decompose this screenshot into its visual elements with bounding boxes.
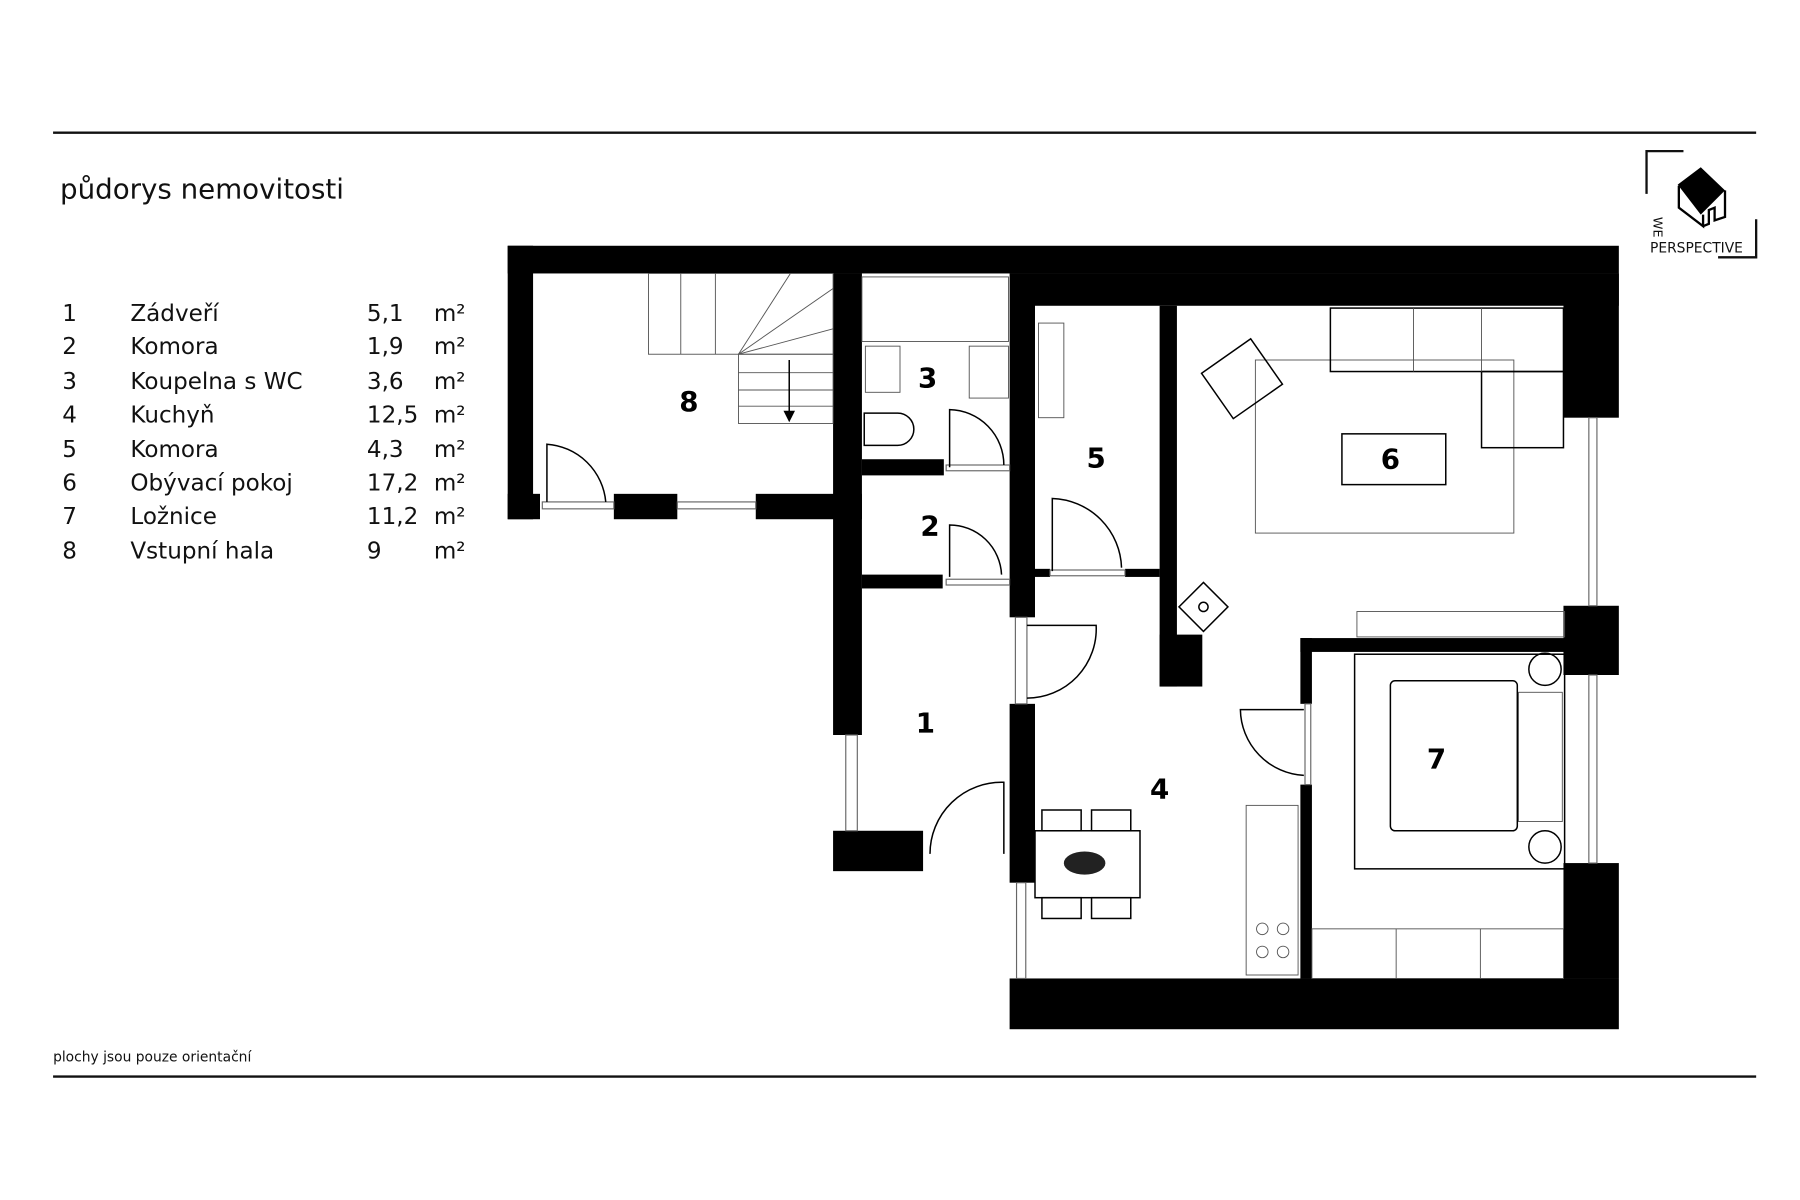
legend-row: 8 Vstupní hala 9 m² [62, 538, 465, 564]
legend-no: 7 [62, 504, 77, 530]
sofa [1329, 307, 1565, 373]
legend-no: 4 [62, 402, 77, 428]
legend-area: 12,5 [367, 402, 418, 428]
plant-icon [1063, 851, 1106, 875]
room-labels: 8 3 2 1 5 6 4 7 [679, 362, 1446, 806]
wardrobe [1356, 611, 1566, 638]
legend-unit: m² [434, 334, 466, 360]
legend-no: 1 [62, 301, 77, 327]
legend-row: 3 Koupelna s WC 3,6 m² [62, 369, 465, 395]
legend-area: 9 [367, 538, 382, 564]
room-label-1: 1 [916, 707, 935, 740]
legend-unit: m² [434, 437, 466, 463]
house-roof-icon [1677, 167, 1725, 215]
legend-name: Koupelna s WC [130, 369, 302, 395]
legend-area: 11,2 [367, 504, 418, 530]
legend-row: 2 Komora 1,9 m² [62, 334, 465, 360]
legend-area: 5,1 [367, 301, 404, 327]
built-in-wardrobe [1311, 928, 1564, 979]
doors [546, 408, 1304, 854]
legend-unit: m² [434, 301, 466, 327]
legend-area: 17,2 [367, 470, 418, 496]
legend-no: 5 [62, 437, 77, 463]
legend-area: 3,6 [367, 369, 404, 395]
windows [541, 417, 1598, 980]
walls [507, 245, 1619, 1030]
legend-no: 2 [62, 334, 77, 360]
logo-text-perspective: PERSPECTIVE [1650, 241, 1743, 257]
room-label-3: 3 [918, 362, 937, 395]
legend-unit: m² [434, 369, 466, 395]
room-label-7: 7 [1427, 742, 1446, 775]
side-table [1177, 581, 1229, 633]
bathtub [861, 276, 1009, 342]
legend-area: 4,3 [367, 437, 404, 463]
legend-unit: m² [434, 504, 466, 530]
rug [1254, 359, 1515, 534]
legend-no: 6 [62, 470, 77, 496]
legend-unit: m² [434, 402, 466, 428]
legend-row: 1 Zádveří 5,1 m² [62, 301, 465, 327]
footnote: plochy jsou pouze orientační [53, 1050, 252, 1066]
legend-area: 1,9 [367, 334, 404, 360]
legend-name: Ložnice [130, 504, 217, 530]
stair-arrow-icon [783, 410, 795, 423]
legend-row: 7 Ložnice 11,2 m² [62, 504, 465, 530]
legend-name: Kuchyň [130, 402, 214, 428]
legend-name: Obývací pokoj [130, 470, 292, 496]
coffee-table [1341, 433, 1447, 486]
legend-name: Vstupní hala [130, 538, 274, 564]
legend-no: 3 [62, 369, 77, 395]
dining-table [1034, 830, 1141, 899]
page-title: půdorys nemovitosti [60, 172, 344, 205]
armchair [1200, 337, 1284, 420]
kitchen-counter [1245, 804, 1299, 976]
legend-unit: m² [434, 538, 466, 564]
logo-text-we: WE [1650, 217, 1665, 238]
bed-rug [1353, 653, 1566, 870]
staircase [648, 273, 834, 424]
legend-name: Komora [130, 437, 218, 463]
toilet [863, 412, 915, 447]
washbasin [864, 345, 901, 393]
room-label-5: 5 [1087, 441, 1106, 474]
legend-name: Zádveří [130, 301, 220, 327]
nightstand-lamp [1528, 652, 1562, 687]
we-perspective-logo: WE PERSPECTIVE [1645, 150, 1758, 259]
room-label-2: 2 [920, 509, 939, 542]
legend-unit: m² [434, 470, 466, 496]
double-bed [1389, 680, 1519, 832]
room-label-4: 4 [1150, 772, 1169, 805]
washing-machine [968, 345, 1009, 399]
legend-row: 4 Kuchyň 12,5 m² [62, 402, 465, 428]
legend-name: Komora [130, 334, 218, 360]
furniture [861, 276, 1566, 979]
room-label-6: 6 [1381, 442, 1400, 475]
legend-row: 6 Obývací pokoj 17,2 m² [62, 470, 465, 496]
nightstand-lamp [1528, 830, 1562, 864]
room-label-8: 8 [679, 385, 698, 418]
legend-row: 5 Komora 4,3 m² [62, 437, 465, 463]
shelf [1037, 322, 1065, 419]
legend-no: 8 [62, 538, 77, 564]
